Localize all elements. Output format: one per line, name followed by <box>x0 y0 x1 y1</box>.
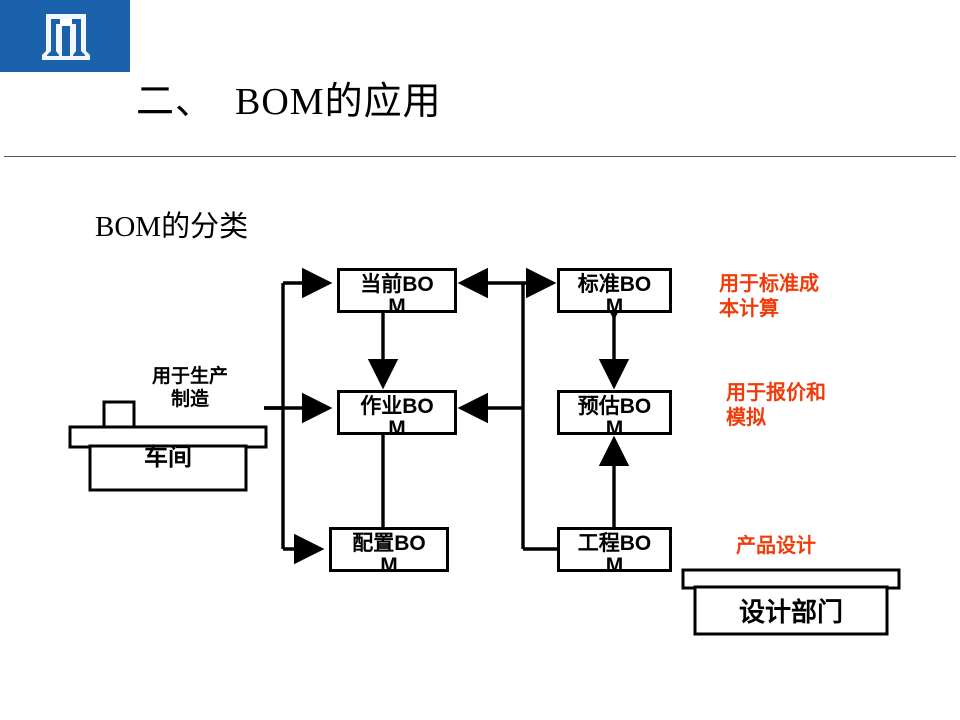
design-department-label: 设计部门 <box>738 597 843 627</box>
gate-logo-icon <box>42 14 90 60</box>
node-engineering-bom-label: 工程BOM <box>577 532 652 578</box>
note-standard-cost: 用于标准成 本计算 <box>719 273 819 320</box>
note-product-design: 产品设计 <box>736 535 816 557</box>
node-work-bom[interactable]: 作业BOM <box>337 390 457 440</box>
node-engineering-bom[interactable]: 工程BOM <box>557 527 672 577</box>
node-config-bom[interactable]: 配置BOM <box>329 527 449 577</box>
note-quotation-simulation: 用于报价和 模拟 <box>726 382 826 429</box>
node-estimate-bom[interactable]: 预估BOM <box>557 390 672 440</box>
node-estimate-bom-label: 预估BOM <box>577 395 652 441</box>
node-current-bom[interactable]: 当前BOM <box>337 268 457 318</box>
workshop-label: 车间 <box>144 444 192 471</box>
workshop-icon <box>68 400 268 492</box>
logo-badge <box>0 0 130 72</box>
production-use-label: 用于生产 制造 <box>151 366 228 410</box>
page-title: 二、 BOM的应用 <box>136 81 442 123</box>
node-work-bom-label: 作业BOM <box>360 395 434 441</box>
design-department-icon <box>681 568 901 636</box>
title-divider <box>4 156 956 157</box>
node-standard-bom[interactable]: 标准BOM <box>557 268 672 318</box>
section-subtitle: BOM的分类 <box>95 211 249 243</box>
node-current-bom-label: 当前BOM <box>360 273 434 319</box>
node-standard-bom-label: 标准BOM <box>577 273 652 319</box>
node-config-bom-label: 配置BOM <box>352 532 426 578</box>
